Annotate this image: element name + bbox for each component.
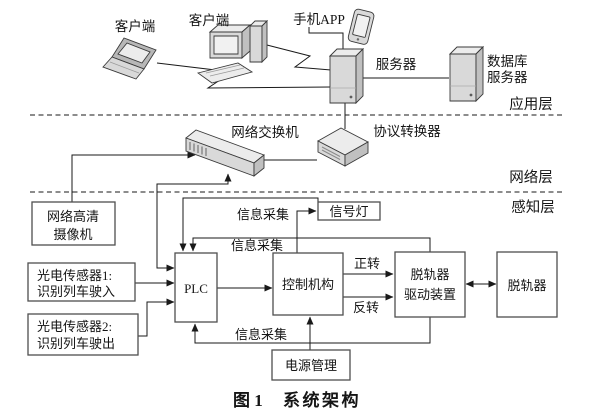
signal-light-label: 信号灯 (329, 204, 368, 219)
phone-icon (347, 8, 375, 45)
figure-caption-title: 系统架构 (283, 390, 361, 410)
forward-label: 正转 (354, 256, 380, 271)
server-icon (328, 47, 365, 105)
db-server-label-line1: 数据库 (487, 54, 528, 69)
db-server-icon (448, 45, 485, 103)
camera-label-line2: 摄像机 (53, 227, 92, 242)
plc-label: PLC (184, 281, 208, 296)
edge-camera-switch (71, 151, 196, 202)
figure-caption: 图 1 系统架构 (233, 390, 361, 410)
derailer-driver-label-line1: 脱轨器 (410, 267, 449, 282)
camera-label-line1: 网络高清 (47, 209, 99, 224)
client-desktop-label: 客户端 (189, 12, 230, 28)
sensor2-label-line1: 光电传感器2: (37, 319, 112, 334)
edge-plc-switch (156, 173, 232, 272)
control-unit-label: 控制机构 (282, 277, 334, 292)
edge-mobileapp-server (308, 27, 344, 50)
mobile-app-label: 手机APP (293, 12, 345, 27)
desktop-icon (196, 19, 269, 84)
layer-label-application: 应用层 (509, 95, 553, 113)
sensor1-label-line2: 识别列车驶入 (37, 284, 115, 299)
network-switch-icon (185, 129, 265, 177)
edge-driver-plc-info (189, 237, 431, 252)
info-collect-label-mid: 信息采集 (231, 238, 283, 253)
derailer-driver-box (394, 251, 466, 318)
edge-signallight-plc-info (179, 197, 319, 252)
power-mgmt-label: 电源管理 (285, 358, 337, 373)
camera-box (31, 201, 116, 246)
db-server-label-line2: 服务器 (487, 70, 528, 85)
edge-desktop-server (262, 43, 332, 71)
sensor1-box (27, 262, 136, 302)
converter-label: 协议转换器 (373, 124, 441, 139)
control-unit-box (272, 252, 344, 316)
derailer-driver-label-line2: 驱动装置 (404, 287, 456, 302)
power-mgmt-box (271, 349, 351, 381)
signal-light-box (317, 201, 381, 221)
laptop-icon (102, 37, 157, 80)
sensor2-box (27, 313, 139, 356)
info-collect-label-top: 信息采集 (237, 207, 289, 222)
edge-sensor2-plc (138, 298, 175, 337)
reverse-label: 反转 (353, 300, 379, 315)
layer-label-network: 网络层 (509, 169, 553, 186)
plc-box (174, 252, 218, 323)
layer-label-perception: 感知层 (511, 199, 555, 216)
edge-driver-plc-info-bottom (191, 317, 431, 344)
derailer-label: 脱轨器 (507, 278, 546, 293)
info-collect-label-bottom: 信息采集 (235, 327, 287, 342)
server-label: 服务器 (376, 57, 417, 72)
client-laptop-label: 客户端 (115, 18, 156, 34)
edge-control-signallight (296, 207, 317, 253)
derailer-box (496, 251, 558, 318)
figure-caption-prefix: 图 1 (233, 391, 263, 410)
sensor2-label-line2: 识别列车驶出 (37, 336, 115, 351)
switch-label: 网络交换机 (231, 124, 299, 140)
sensor1-label-line1: 光电传感器1: (37, 268, 112, 283)
protocol-converter-icon (317, 127, 369, 167)
